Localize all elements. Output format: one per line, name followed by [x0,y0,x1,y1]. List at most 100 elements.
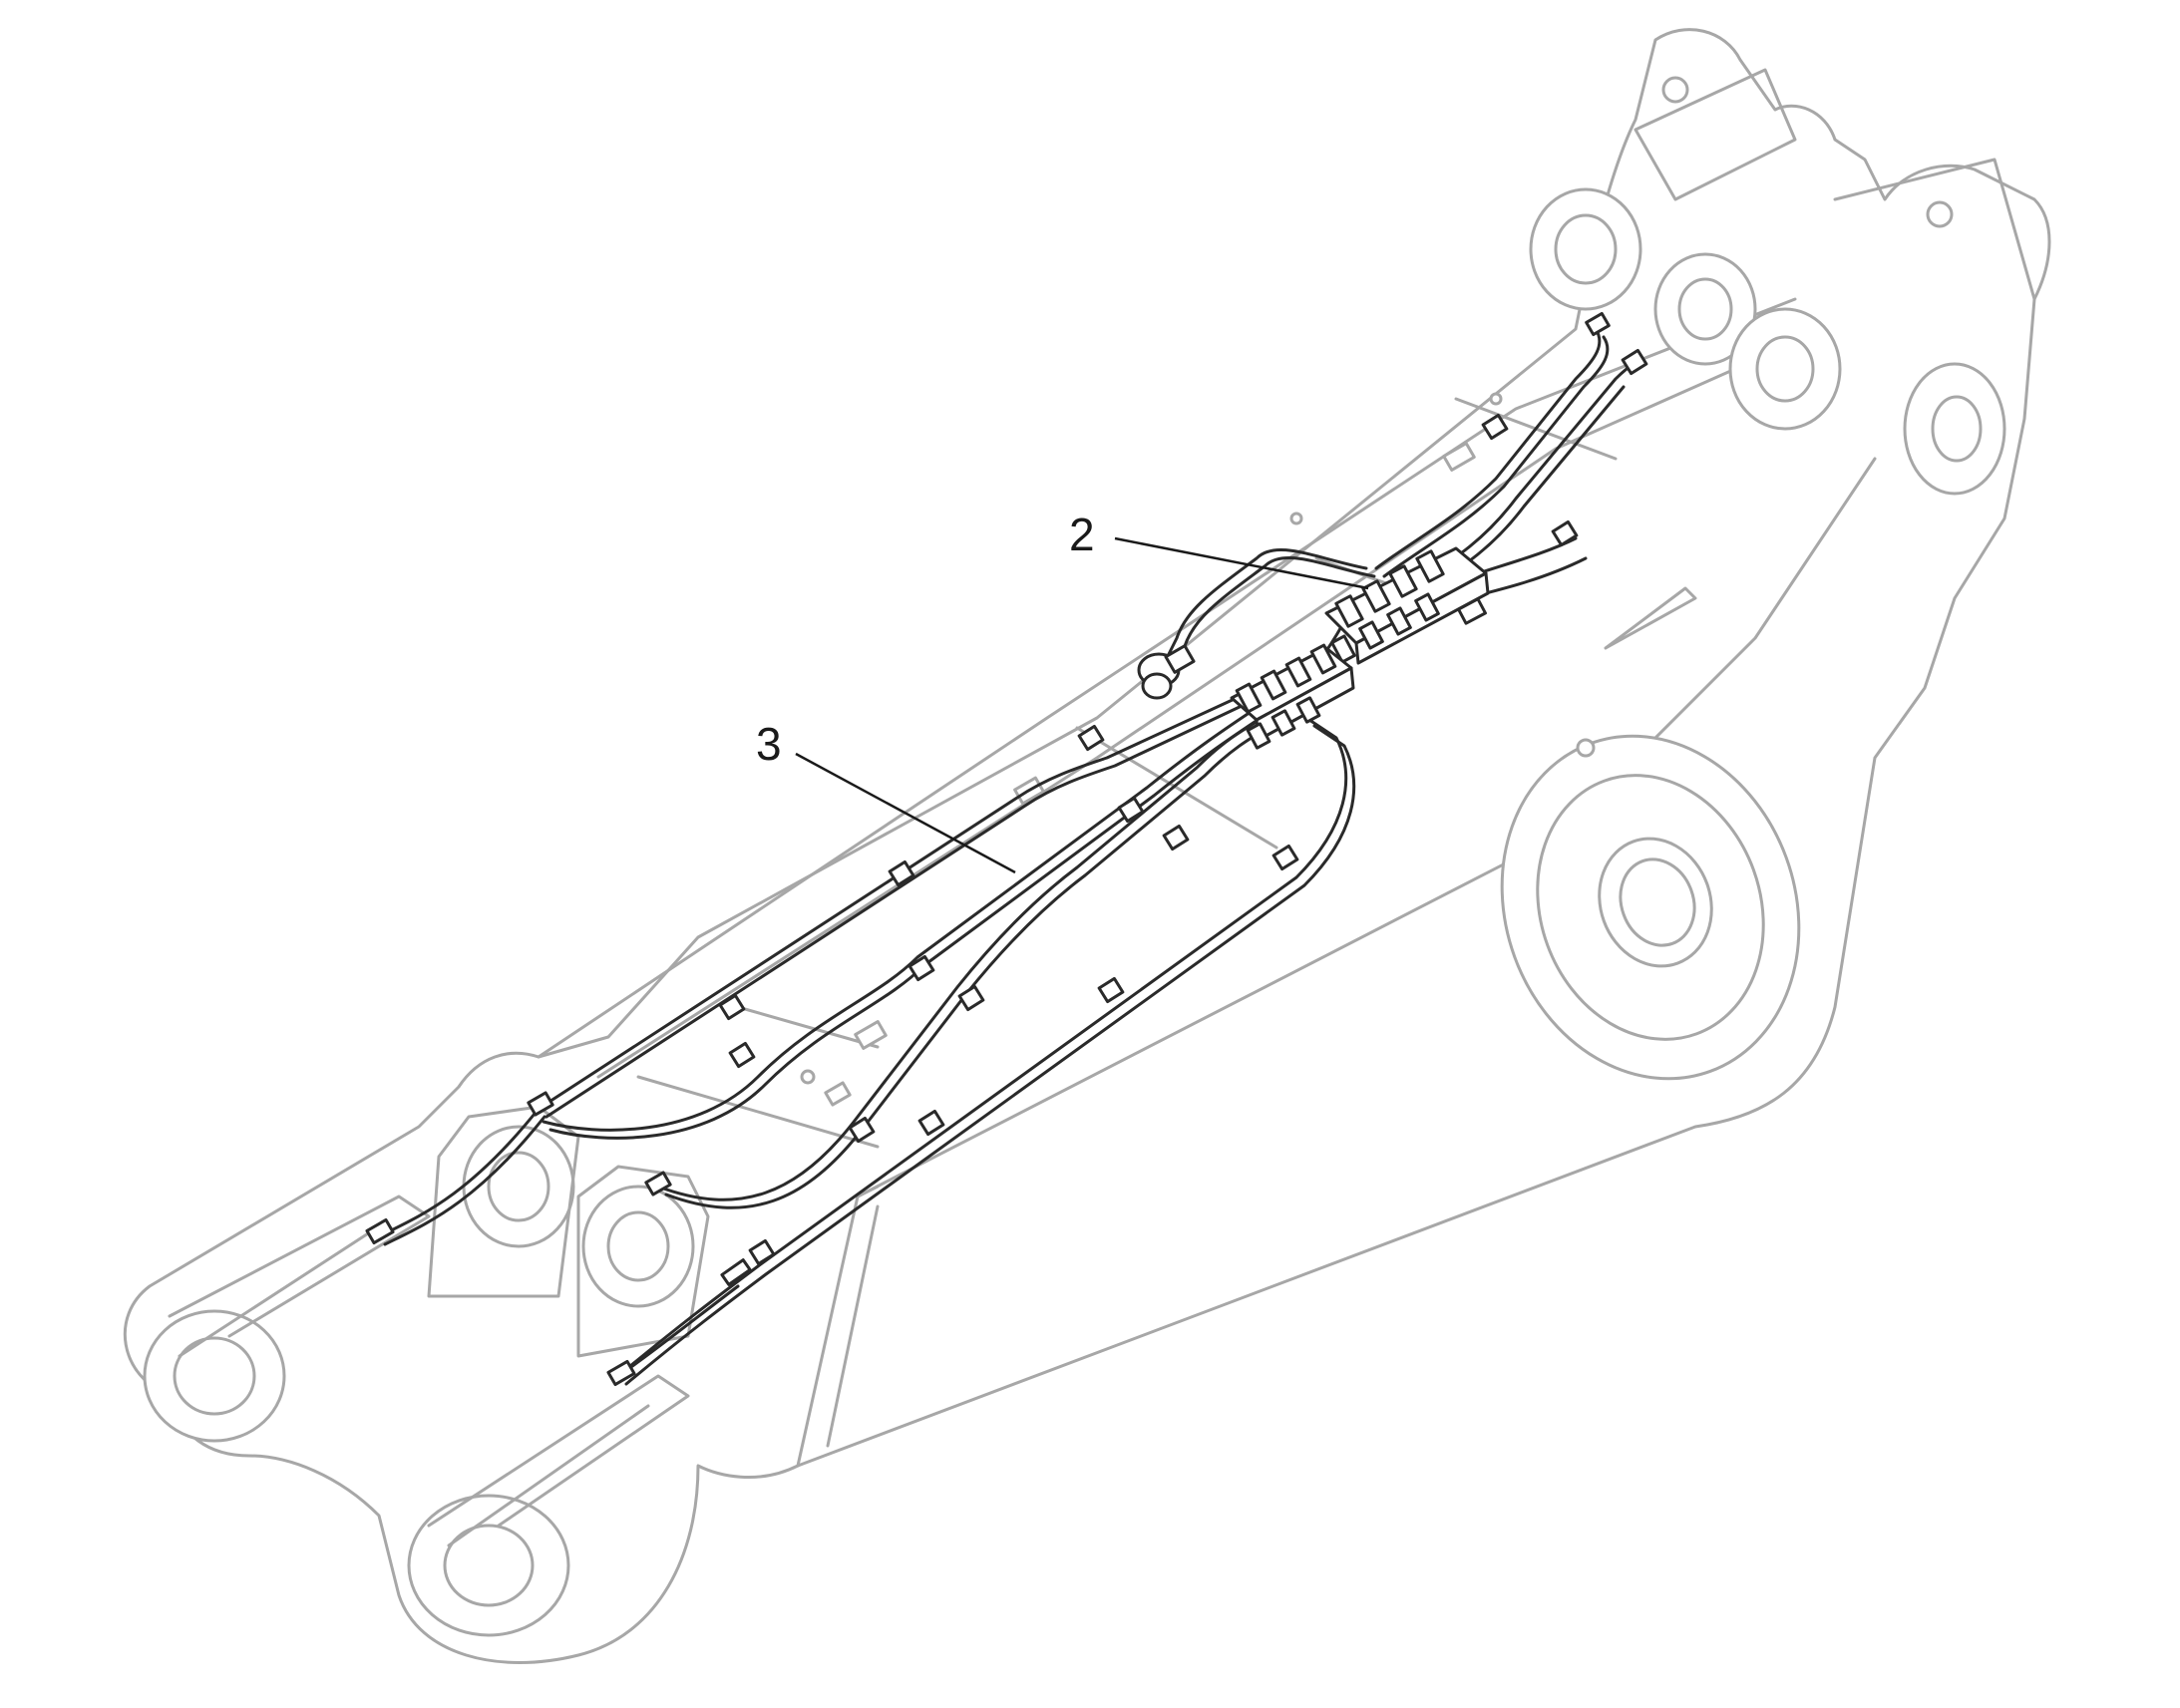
foot-arm-rib-left [178,1224,381,1358]
pipe-swivel-twin [1173,555,1376,668]
clamp-13 [748,1238,776,1266]
manifold-2-lower-port-4 [1414,592,1440,622]
swivel-nut [1164,644,1196,674]
hydraulic-lines [365,311,1648,1387]
manifold-3-lower-port-3 [1295,696,1321,724]
callout-2-label: 2 [1069,509,1095,560]
boom-web-edge-2 [826,1204,880,1448]
deck-bolt-3 [1289,512,1303,525]
clamp-7 [1162,824,1190,852]
manifold-3-lower-port-2 [1271,709,1296,737]
top-lug-right-inner [1755,335,1815,403]
callout-3: 3 [756,718,1016,874]
manifold-2-end-fitting [1457,597,1487,625]
manifold-2-port-1 [1334,594,1364,628]
internal-crossmember-2 [736,1005,880,1049]
deck-bolt-1 [800,1069,816,1085]
swivel-port [1141,672,1173,700]
mid-boss-right-inner [606,1210,670,1282]
deck-bracket-2 [854,1020,888,1050]
manifold-3-port-4 [1309,643,1337,675]
pipe-c-twin [664,719,1281,1209]
manifold-3-port-2 [1260,669,1287,701]
foot-arm-left [168,1195,431,1338]
top-lug-far-right-inner [1931,395,1983,463]
boom-top-flange-inner [596,327,1827,1079]
manifold-2-lower-port-3 [1386,606,1412,636]
pipe-a-twin [545,704,1244,1119]
clamp-16 [1621,348,1648,376]
hose-end-fittings [365,311,1611,1387]
clamp-8 [957,984,985,1012]
manifold-2-port-4 [1415,549,1445,583]
pipe-d-twin [624,724,1356,1386]
callout-2-leader [1114,536,1369,590]
manifold-2-port-2 [1361,579,1391,613]
pipe-upper-1-twin [1382,335,1610,578]
internal-crossmember-1 [636,1075,880,1149]
clamp-10 [1272,844,1299,871]
pipe-clamps [718,348,1648,1266]
manifold-3-lower-port-1 [1246,722,1272,750]
clamp-9 [848,1116,876,1144]
clamp-4 [1117,796,1145,824]
clamp-1 [1077,724,1105,752]
pipe-swivel [1165,547,1368,660]
clamp-6 [728,1041,756,1069]
manifold-3-port-1 [1235,682,1263,714]
top-lug-left-inner [1554,213,1618,285]
clamp-11 [1097,976,1125,1004]
top-lug-hole-2 [1926,200,1954,228]
deck-bolt-2 [1489,392,1503,406]
callout-2: 2 [1069,509,1369,590]
manifold-2 [1324,546,1490,665]
pipe-a [537,696,1239,1111]
pipe-b [542,706,1259,1132]
foot-arm-rib-right [447,1404,650,1547]
fitting-foot-right [606,1359,636,1387]
pivot-boss-large-hole [1619,857,1696,947]
foot-arm-right [427,1374,690,1528]
fitting-inline [720,1258,752,1286]
clamp-2 [888,859,915,887]
pipe-b-twin [548,714,1266,1140]
fitting-mid-left [527,1091,554,1117]
pipe-c [656,711,1273,1201]
clamp-14 [1481,413,1509,441]
clamp-12 [917,1109,945,1137]
mid-boss-left-inner [487,1151,550,1222]
swivel-elbow-fitting [1137,644,1196,700]
top-lug-hole-1 [1661,76,1689,104]
deck-bracket-3 [1442,442,1476,472]
deck-bracket-4 [824,1081,852,1107]
top-cap-plate [1634,68,1797,201]
top-lug-center-inner [1677,277,1733,341]
grease-point [1576,738,1596,758]
boom-top-flange [537,297,1797,1059]
manifold-3-port-3 [1284,656,1312,688]
foot-hose-left-twin [383,1115,546,1246]
mid-boss-plate-right [576,1165,710,1358]
clamp-15 [1551,519,1579,547]
pipe-upper-1 [1374,327,1602,570]
fitting-foot-left [365,1217,395,1245]
clamp-3 [718,993,746,1021]
internal-crossmember-3 [1075,726,1278,850]
callout-3-label: 3 [756,718,782,770]
manifold-2-lower-port-1 [1330,634,1356,664]
manifold-2-port-3 [1388,564,1418,598]
foot-lug-right-inner [443,1524,535,1607]
foot-lug-left-inner [173,1336,256,1416]
top-right-bracket [1833,158,2036,301]
callout-3-leader [795,752,1016,874]
clamp-5 [908,954,935,982]
foot-hose-left [377,1107,541,1238]
side-plate-notch [1604,586,1697,650]
fitting-mid-right [644,1171,672,1196]
manifold-2-lower-port-2 [1358,620,1384,650]
fitting-top-1 [1585,311,1611,337]
manifold-3 [1230,643,1355,750]
pipe-d [616,716,1348,1378]
manifold-2-top [1354,571,1490,665]
